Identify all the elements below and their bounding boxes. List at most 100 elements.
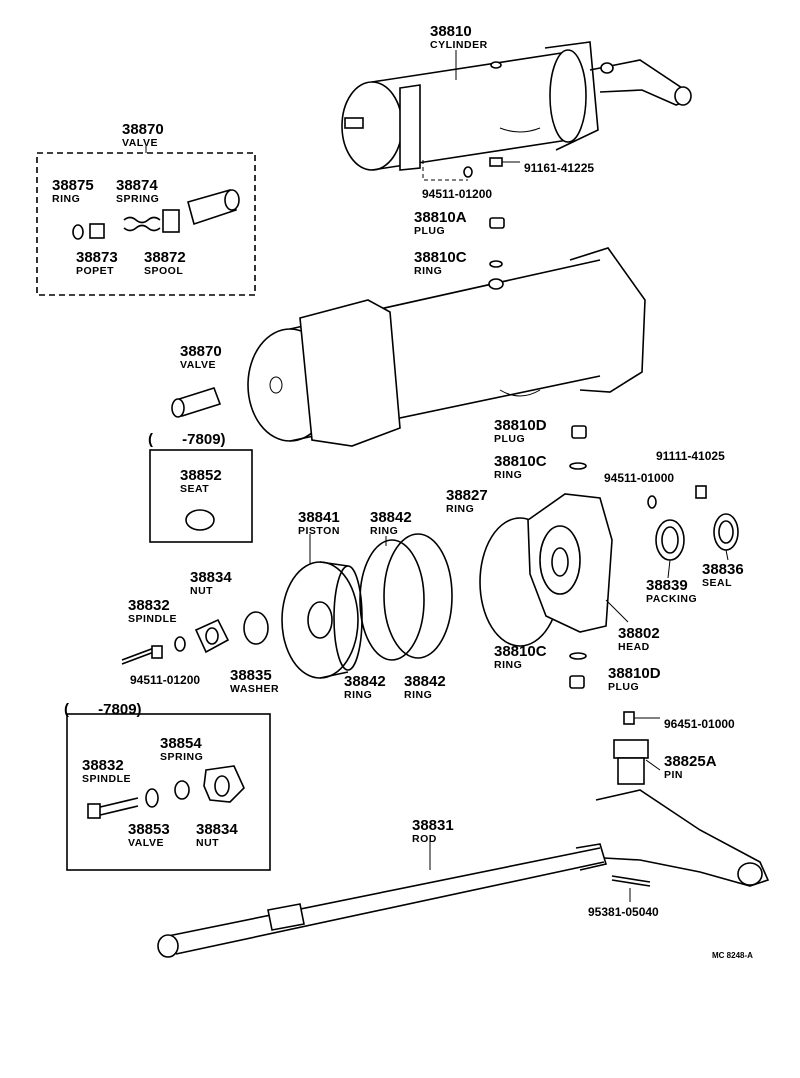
washer-94511-mid-icon — [647, 495, 657, 509]
svg-text:38834: 38834 — [190, 569, 232, 586]
spindle-2-icon — [87, 797, 139, 819]
svg-text:PACKING: PACKING — [646, 593, 697, 605]
svg-text:38810C: 38810C — [414, 249, 467, 266]
label-ring-38842-top: 38842 RING — [370, 509, 412, 537]
label-part-91161: 91161-41225 — [524, 161, 594, 175]
label-seal: 38836 SEAL — [702, 561, 744, 589]
cotter-pin-icon — [611, 875, 651, 887]
svg-text:CYLINDER: CYLINDER — [430, 39, 488, 51]
svg-text:RING: RING — [494, 469, 522, 481]
label-plug-a: 38810A PLUG — [414, 209, 467, 237]
seat-group-box — [149, 449, 253, 543]
svg-text:38832: 38832 — [82, 757, 124, 774]
valve-38853-icon — [145, 788, 159, 808]
plug-38810d-top-icon — [571, 425, 587, 439]
svg-text:38810C: 38810C — [494, 643, 547, 660]
svg-text:RING: RING — [404, 689, 432, 701]
label-valve-2: 38870 VALVE — [180, 343, 222, 371]
label-cylinder: 38810 CYLINDER — [430, 23, 488, 51]
label-part-91111: 91111-41025 — [656, 449, 725, 463]
svg-text:RING: RING — [494, 659, 522, 671]
head-38802-illustration — [527, 493, 613, 633]
svg-text:38831: 38831 — [412, 817, 454, 834]
svg-text:38835: 38835 — [230, 667, 272, 684]
label-nut-38834: 38834 NUT — [190, 569, 232, 597]
washer-icon — [463, 166, 473, 178]
svg-text:ROD: ROD — [412, 833, 437, 845]
svg-text:PLUG: PLUG — [414, 225, 445, 237]
spring-38854-icon — [174, 780, 190, 800]
svg-text:RING: RING — [414, 265, 442, 277]
svg-text:WASHER: WASHER — [230, 683, 279, 695]
ring-38810c-low-icon — [569, 652, 587, 660]
label-part-95381: 95381-05040 — [588, 905, 659, 919]
svg-text:38839: 38839 — [646, 577, 688, 594]
label-part-96451: 96451-01000 — [664, 717, 735, 731]
label-spindle-group-bracket: ( -7809) — [64, 701, 142, 718]
label-ring-38842-a: 38842 RING — [344, 673, 386, 701]
bolt-91111-icon — [695, 485, 707, 499]
spindle-group-box — [66, 713, 271, 871]
svg-text:POPET: POPET — [76, 265, 114, 277]
reference-code: MC 8248-A — [712, 951, 753, 960]
svg-text:38852: 38852 — [180, 467, 222, 484]
svg-text:38870: 38870 — [180, 343, 222, 360]
svg-text:38842: 38842 — [370, 509, 412, 526]
svg-text:VALVE: VALVE — [128, 837, 164, 849]
svg-text:38827: 38827 — [446, 487, 488, 504]
label-ring-c-mid: 38810C RING — [494, 453, 547, 481]
svg-text:PLUG: PLUG — [608, 681, 639, 693]
cylinder-small-illustration — [341, 41, 692, 171]
svg-text:VALVE: VALVE — [180, 359, 216, 371]
svg-text:38854: 38854 — [160, 735, 202, 752]
ring-38842-a-icon — [359, 539, 425, 661]
svg-text:38810D: 38810D — [608, 665, 661, 682]
label-part-94511-top: 94511-01200 — [422, 187, 492, 201]
ring-38842-b-icon — [383, 533, 453, 659]
label-spring-38874: 38874 SPRING — [116, 177, 159, 205]
arm-illustration — [595, 789, 770, 887]
svg-text:RING: RING — [370, 525, 398, 537]
svg-text:38872: 38872 — [144, 249, 186, 266]
ring-38810c-mid-icon — [569, 462, 587, 470]
svg-text:SPRING: SPRING — [160, 751, 203, 763]
label-plug-d-top: 38810D PLUG — [494, 417, 547, 445]
svg-text:SPINDLE: SPINDLE — [128, 613, 177, 625]
svg-text:38810C: 38810C — [494, 453, 547, 470]
label-seat: 38852 SEAT — [180, 467, 222, 495]
svg-text:38875: 38875 — [52, 177, 94, 194]
svg-text:RING: RING — [52, 193, 80, 205]
label-plug-d-low: 38810D PLUG — [608, 665, 661, 693]
nut-38834-icon — [194, 618, 230, 654]
svg-text:38842: 38842 — [404, 673, 446, 690]
plug-38810a-icon — [489, 217, 505, 229]
svg-text:NUT: NUT — [196, 837, 219, 849]
label-valve-38853: 38853 VALVE — [128, 821, 170, 849]
label-ring-c-top: 38810C RING — [414, 249, 467, 277]
label-piston: 38841 PISTON — [298, 509, 340, 537]
svg-text:38834: 38834 — [196, 821, 238, 838]
seat-icon — [185, 509, 215, 531]
label-spindle-38832: 38832 SPINDLE — [128, 597, 177, 625]
svg-text:38853: 38853 — [128, 821, 170, 838]
fitting-96451-icon — [623, 711, 660, 725]
label-spool: 38872 SPOOL — [144, 249, 186, 277]
label-packing: 38839 PACKING — [646, 577, 697, 605]
svg-text:PIN: PIN — [664, 769, 683, 781]
svg-text:NUT: NUT — [190, 585, 213, 597]
valve-parts-illustration — [72, 189, 240, 240]
svg-text:38836: 38836 — [702, 561, 744, 578]
label-ring-c-low: 38810C RING — [494, 643, 547, 671]
svg-text:38842: 38842 — [344, 673, 386, 690]
svg-text:VALVE: VALVE — [122, 137, 158, 149]
label-valve-assy: 38870 VALVE — [122, 121, 164, 149]
label-popet: 38873 POPET — [76, 249, 118, 277]
label-ring-38827: 38827 RING — [446, 487, 488, 515]
svg-text:38802: 38802 — [618, 625, 660, 642]
svg-text:38810A: 38810A — [414, 209, 467, 226]
label-nut-2: 38834 NUT — [196, 821, 238, 849]
cylinder-main-illustration — [247, 247, 646, 447]
svg-text:SEAT: SEAT — [180, 483, 209, 495]
label-ring-38875: 38875 RING — [52, 177, 94, 205]
